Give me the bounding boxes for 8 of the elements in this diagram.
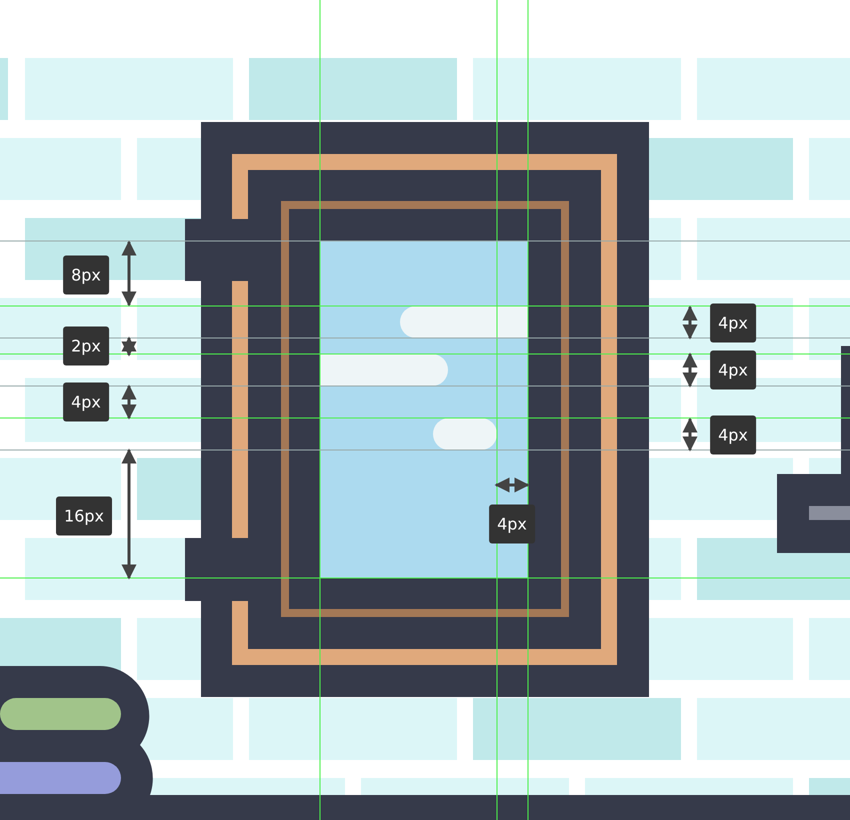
dimension-label: 4px	[63, 382, 109, 422]
dimension-label: 4px	[710, 416, 756, 454]
dimension-label: 4px	[710, 304, 756, 342]
dimension-label: 4px	[489, 504, 535, 544]
dimension-label: 8px	[63, 256, 109, 294]
dimension-label: 4px	[710, 350, 756, 390]
dimension-label: 2px	[63, 326, 109, 366]
dimension-label: 16px	[56, 496, 112, 536]
